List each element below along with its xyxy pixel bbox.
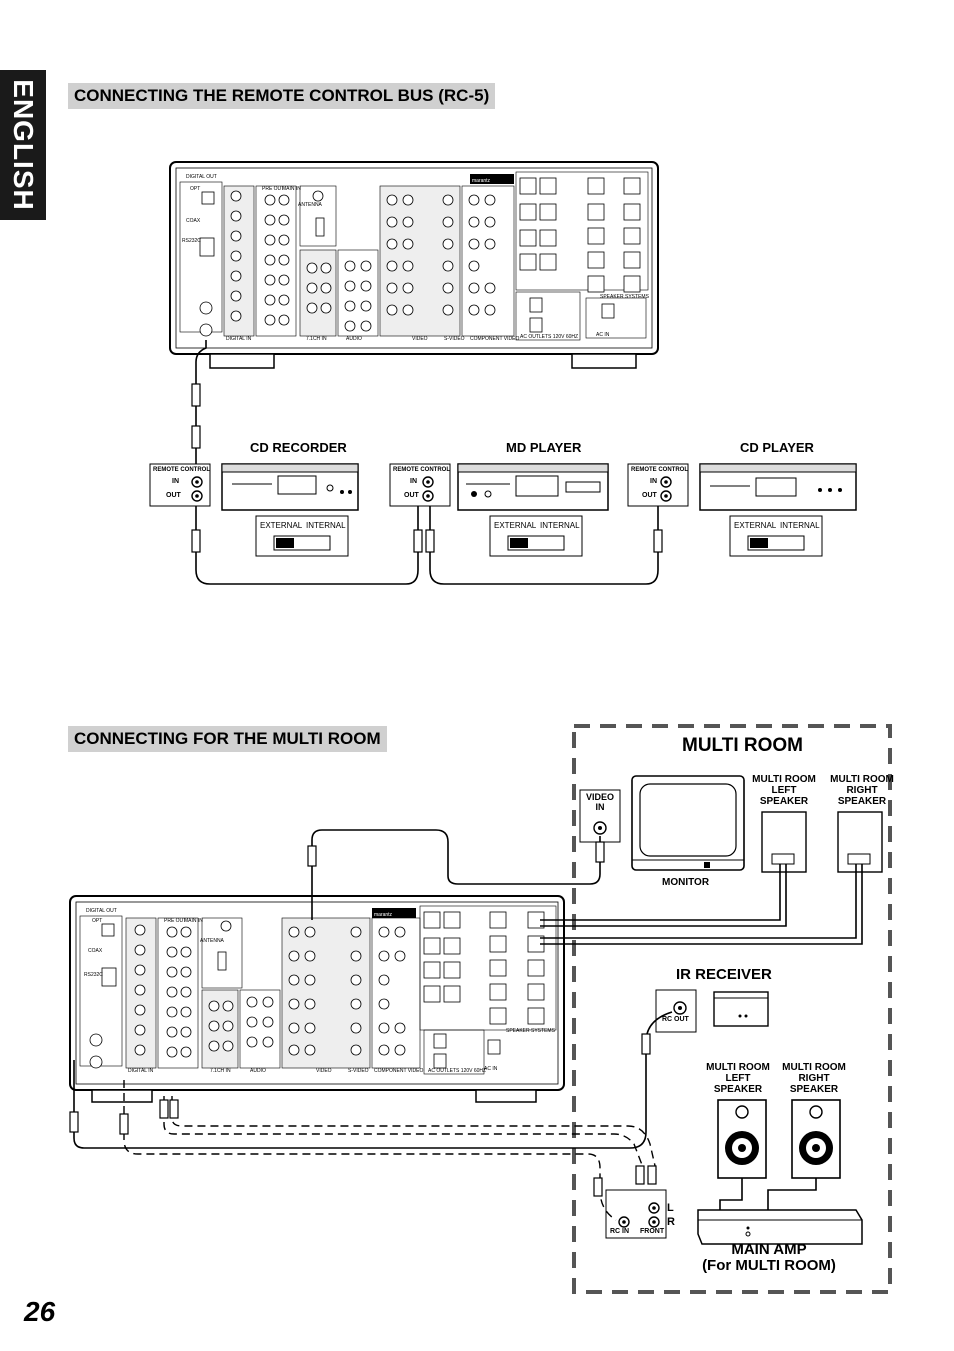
speaker-top-right-label: MULTI ROOM RIGHT SPEAKER (830, 774, 894, 807)
video-in-box (579, 789, 621, 843)
speaker-top-left (761, 811, 807, 873)
remote-control-box-2 (389, 463, 451, 507)
remote-control-box-3 (627, 463, 689, 507)
rc-box-3-title: REMOTE CONTROL (631, 467, 688, 473)
monitor-label: MONITOR (662, 877, 710, 888)
cd-player-device (699, 463, 857, 511)
panel-speaker-systems-label: SPEAKER SYSTEMS (600, 294, 650, 300)
front-label: FRONT (640, 1228, 665, 1235)
speaker-bottom-right (791, 1099, 841, 1179)
panel-video-label: VIDEO (412, 336, 428, 342)
switch-3-internal: INTERNAL (780, 521, 820, 530)
rc-box-2-title: REMOTE CONTROL (393, 467, 450, 473)
panel-brand-label: marantz (472, 178, 491, 184)
multi-room-rca-plugs (69, 841, 657, 1197)
video-in-label: VIDEO IN (585, 792, 614, 812)
panel-digital-in-label: DIGITAL IN (226, 336, 252, 342)
panel-main-in-label: MAIN IN (282, 186, 301, 192)
panel2-coax-label: COAX (88, 948, 103, 954)
receiver-back-panel-bottom: DIGITAL OUT OPT COAX RS232C DIGITAL IN P… (69, 895, 565, 1103)
multi-room-zone-border (572, 724, 892, 1294)
multi-room-title: MULTI ROOM (682, 735, 804, 756)
ir-receiver-device (655, 989, 769, 1033)
switch-2-internal: INTERNAL (540, 521, 580, 530)
panel-component-video-label: COMPONENT VIDEO (470, 336, 519, 342)
multi-room-cables (73, 829, 863, 1210)
panel2-video-label: VIDEO (316, 1068, 332, 1074)
panel2-rs232c-label: RS232C (84, 972, 103, 978)
switch-box-2 (489, 515, 583, 557)
panel2-opt-label: OPT (92, 918, 102, 924)
panel2-audio-label: AUDIO (250, 1068, 266, 1074)
amp-r-label: R (667, 1216, 675, 1228)
panel-opt-label: OPT (190, 186, 200, 192)
rc-box-2-out: OUT (404, 492, 419, 499)
main-amp-title: MAIN AMP (For MULTI ROOM) (702, 1241, 836, 1274)
speaker-top-right (837, 811, 883, 873)
cd-recorder-device (221, 463, 359, 511)
panel-audio-label: AUDIO (346, 336, 362, 342)
panel-coax-label: COAX (186, 218, 201, 224)
panel-rs232c-label: RS232C (182, 238, 201, 244)
monitor-device (631, 775, 745, 871)
panel2-speaker-systems-label: SPEAKER SYSTEMS (506, 1028, 556, 1034)
receiver-back-panel-top: DIGITAL OUT OPT COAX RS232C DIGITAL IN P… (169, 161, 659, 369)
main-amp-device (697, 1209, 863, 1245)
switch-box-1 (255, 515, 349, 557)
cd-player-label: CD PLAYER (740, 440, 814, 455)
panel2-71ch-label: 7.1CH IN (210, 1068, 231, 1074)
rc-box-1-in: IN (172, 478, 179, 485)
panel2-antenna-label: ANTENNA (200, 938, 225, 944)
panel2-digital-out-label: DIGITAL OUT (86, 908, 117, 914)
panel-ac-outlets-label: AC OUTLETS 120V 60HZ (520, 334, 578, 340)
panel-ac-in-label: AC IN (596, 332, 610, 338)
speaker-top-left-label: MULTI ROOM LEFT SPEAKER (752, 774, 816, 807)
switch-1-internal: INTERNAL (306, 521, 346, 530)
panel2-component-video-label: COMPONENT VIDEO (374, 1068, 423, 1074)
switch-box-3 (729, 515, 823, 557)
main-amp-jack-box (605, 1189, 667, 1239)
panel-digital-out-label: DIGITAL OUT (186, 174, 217, 180)
remote-control-box-1 (149, 463, 211, 507)
switch-3-external: EXTERNAL (734, 521, 777, 530)
switch-2-external: EXTERNAL (494, 521, 537, 530)
switch-1-external: EXTERNAL (260, 521, 303, 530)
speaker-bottom-right-label: MULTI ROOM RIGHT SPEAKER (782, 1062, 846, 1095)
rca-plugs (191, 383, 663, 553)
panel-preout-label: PRE OUT (262, 186, 284, 192)
panel2-s-video-label: S-VIDEO (348, 1068, 369, 1074)
rc-box-1-title: REMOTE CONTROL (153, 467, 210, 473)
rc-in-label: RC IN (610, 1228, 630, 1235)
section-title-multi-room: CONNECTING FOR THE MULTI ROOM (68, 726, 387, 752)
panel2-preout-label: PRE OUT (164, 918, 186, 924)
speaker-bottom-left (717, 1099, 767, 1179)
panel-71ch-label: 7.1CH IN (306, 336, 327, 342)
panel2-ac-outlets-label: AC OUTLETS 120V 60HZ (428, 1068, 486, 1074)
panel2-brand-label: marantz (374, 912, 393, 918)
speaker-bottom-left-label: MULTI ROOM LEFT SPEAKER (706, 1062, 770, 1095)
page-number: 26 (24, 1296, 56, 1327)
section-title-remote-bus: CONNECTING THE REMOTE CONTROL BUS (RC-5) (68, 83, 496, 109)
rc-box-1-out: OUT (166, 492, 181, 499)
ir-receiver-title: IR RECEIVER (676, 966, 772, 983)
rc-box-2-in: IN (410, 478, 417, 485)
md-player-device (457, 463, 609, 511)
dashed-cables (123, 1080, 657, 1221)
rc-box-3-out: OUT (642, 492, 657, 499)
md-player-label: MD PLAYER (506, 440, 582, 455)
panel2-digital-in-label: DIGITAL IN (128, 1068, 154, 1074)
english-side-tab: ENGLISH (0, 70, 46, 220)
panel2-ac-in-label: AC IN (484, 1066, 498, 1072)
panel-antenna-label: ANTENNA (298, 202, 323, 208)
cd-recorder-label: CD RECORDER (250, 440, 347, 455)
panel2-main-in-label: MAIN IN (184, 918, 203, 924)
amp-l-label: L (667, 1202, 674, 1214)
rc-out-label: RC OUT (662, 1016, 689, 1023)
multi-room-diagram: DIGITAL OUT OPT COAX RS232C DIGITAL IN P… (69, 724, 892, 1294)
remote-bus-diagram: DIGITAL OUT OPT COAX RS232C DIGITAL IN P… (149, 161, 857, 585)
rc-box-3-in: IN (650, 478, 657, 485)
panel-s-video-label: S-VIDEO (444, 336, 465, 342)
